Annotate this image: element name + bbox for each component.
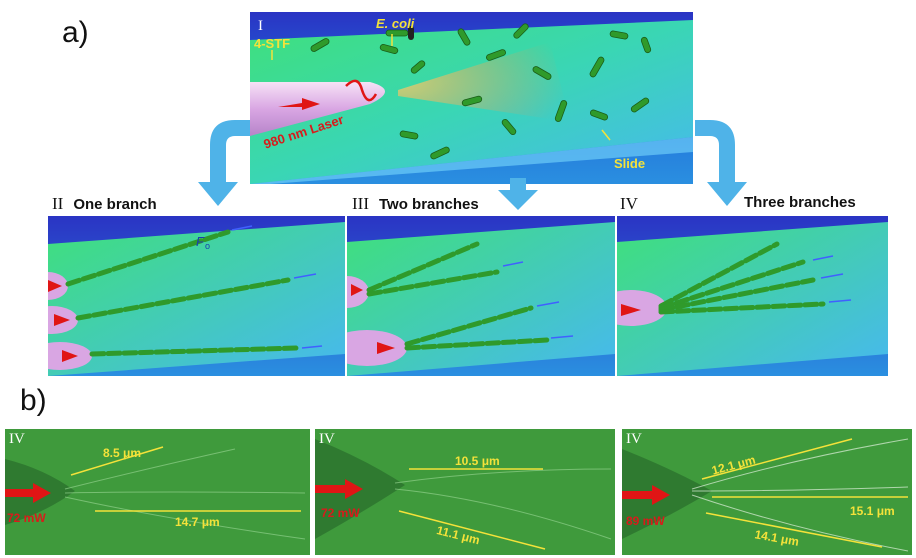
panel-iv-roman: IV xyxy=(620,194,638,213)
micrograph-1-length-2: 14.7 μm xyxy=(175,515,220,529)
panel-iii-roman: III xyxy=(352,194,369,213)
micrograph-1-roman: IV xyxy=(9,431,25,447)
section-b-label: b) xyxy=(20,384,47,417)
panel-iii-title: Two branches xyxy=(378,196,479,213)
panel-i-scene: I E. coli 4-STF 980 nm Laser Slide xyxy=(250,12,693,184)
micrograph-1-power: 72 mW xyxy=(7,511,46,525)
micrograph-1: IV 8.5 μm 14.7 μm 72 mW xyxy=(5,429,310,555)
section-a-label: a) xyxy=(62,16,89,49)
slide-label: Slide xyxy=(614,156,645,171)
micrograph-3: IV 12.1 μm 15.1 μm 14.1 μm 89 mW xyxy=(622,429,912,555)
arrow-to-branch-three xyxy=(695,120,747,206)
panel-i-roman: I xyxy=(258,18,263,34)
micrograph-1-length-1: 8.5 μm xyxy=(103,446,141,460)
panel-iv-title: Three branches xyxy=(744,194,856,211)
branch-connector-arrows xyxy=(198,120,747,210)
arrow-to-branch-two xyxy=(498,178,538,210)
panel-iii-scene xyxy=(347,216,615,376)
panel-iv-roman-label: IV xyxy=(620,194,648,214)
stf-label: 4-STF xyxy=(254,36,290,51)
panel-ii-label: II One branch xyxy=(52,194,157,214)
micrograph-3-power: 89 mW xyxy=(626,514,665,528)
micrograph-3-length-2: 15.1 μm xyxy=(850,504,895,518)
arrow-to-branch-one xyxy=(198,120,250,206)
force-label: F xyxy=(196,234,205,249)
panel-ii-title: One branch xyxy=(73,196,157,213)
micrograph-2-length-1: 10.5 μm xyxy=(455,454,500,468)
panel-ii-scene: F o xyxy=(48,216,345,376)
force-subscript: o xyxy=(205,241,210,251)
micrograph-3-roman: IV xyxy=(626,431,642,447)
panel-iv-scene xyxy=(617,216,888,376)
micrograph-2-power: 72 mW xyxy=(321,506,360,520)
ecoli-label: E. coli xyxy=(376,16,415,31)
panel-iii-label: III Two branches xyxy=(352,194,479,214)
panel-ii-roman: II xyxy=(52,194,64,213)
micrograph-2-roman: IV xyxy=(319,431,335,447)
micrograph-2: IV 10.5 μm 11.1 μm 72 mW xyxy=(315,429,615,555)
